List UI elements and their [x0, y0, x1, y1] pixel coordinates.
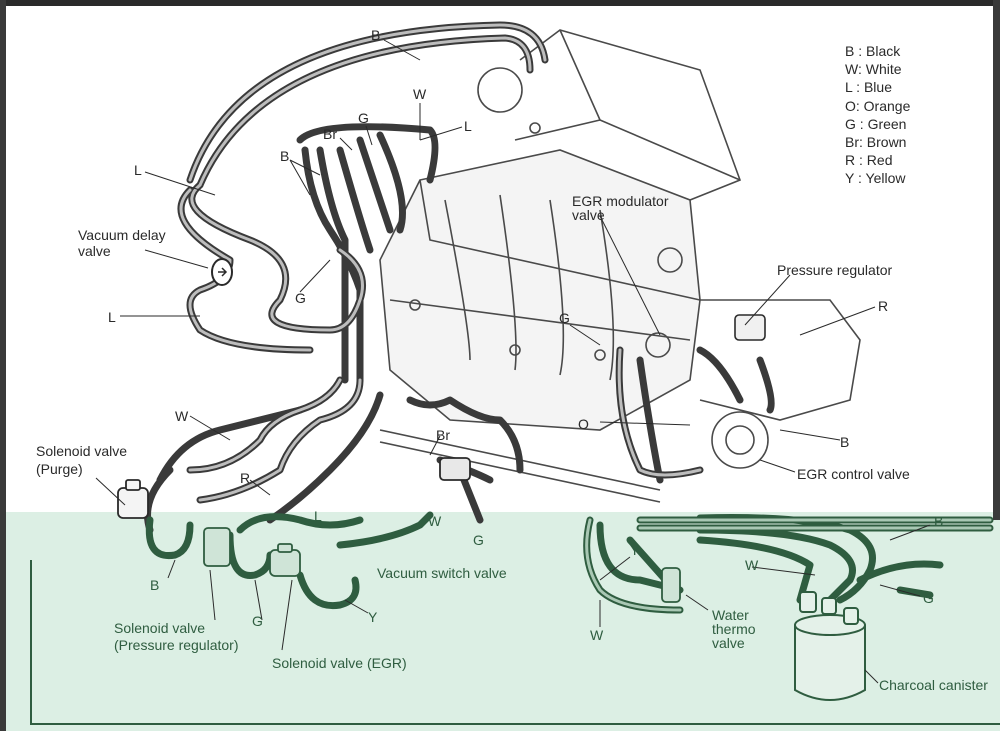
hose-label-g-low-left: G	[252, 613, 263, 629]
hose-label-w-low-right: W	[590, 627, 604, 643]
legend-item-yellow: Y : Yellow	[845, 170, 906, 187]
frame-bottom-edge	[30, 723, 1000, 725]
hose-label-o-center: O	[578, 416, 589, 432]
charcoal-canister-label: Charcoal canister	[879, 677, 988, 693]
legend-item-red: R : Red	[845, 152, 893, 169]
hose-label-g-mid: G	[295, 290, 306, 306]
hose-label-b-top: B	[371, 27, 381, 43]
leader-lines	[95, 39, 931, 684]
hose-label-r-right: R	[878, 298, 889, 314]
legend-item-black: B : Black	[845, 43, 901, 59]
egr-modulator-label-1: EGR modulator	[572, 193, 669, 209]
solenoid-pressure-label-1: Solenoid valve	[114, 620, 206, 636]
hose-label-b-low-left: B	[150, 577, 160, 593]
hose-label-b-left: B	[280, 148, 290, 164]
legend-item-green: G : Green	[845, 115, 907, 132]
charcoal-canister-part	[794, 591, 866, 701]
hose-label-w-canister: W	[745, 557, 759, 573]
hose-label-br-center: Br	[436, 427, 450, 443]
vacuum-delay-valve-label-2: valve	[78, 243, 111, 259]
solenoid-pressure-regulator-part	[203, 527, 231, 567]
vacuum-hoses-upper-fill	[179, 23, 702, 502]
vacuum-hoses-lower-fill	[585, 518, 992, 612]
hose-label-w-top: W	[413, 86, 427, 102]
legend-item-orange: O: Orange	[845, 97, 911, 114]
hose-label-r-left: R	[240, 470, 251, 486]
vacuum-delay-valve-label-1: Vacuum delay	[78, 227, 166, 243]
hose-label-g-top: G	[358, 110, 369, 126]
frame-left-edge	[0, 0, 6, 731]
hose-label-br-top: Br	[323, 126, 337, 142]
hose-label-y-low-right: Y	[630, 542, 640, 558]
frame-right-edge	[993, 0, 1000, 520]
color-legend: B : Black W: White L : Blue O: Orange G …	[845, 42, 910, 188]
legend-item-blue: L : Blue	[845, 79, 892, 96]
hose-label-b-canister: B	[934, 513, 944, 529]
hose-label-l-left-top: L	[134, 162, 142, 178]
solenoid-egr-part	[269, 543, 301, 577]
hose-label-l-top: L	[464, 118, 472, 134]
vacuum-delay-valve-part	[211, 258, 233, 286]
solenoid-purge-part	[117, 479, 149, 519]
solenoid-purge-label-2: (Purge)	[36, 461, 83, 477]
pressure-regulator-part	[734, 314, 766, 341]
egr-modulator-label-2: valve	[572, 207, 605, 223]
vacuum-switch-valve-part	[439, 457, 471, 481]
solenoid-egr-label: Solenoid valve (EGR)	[272, 655, 407, 671]
water-thermo-valve-part	[661, 567, 681, 603]
hose-label-b-right: B	[840, 434, 850, 450]
vacuum-switch-valve-label: Vacuum switch valve	[377, 565, 507, 581]
egr-control-valve-label: EGR control valve	[797, 466, 910, 482]
hose-label-l-low: L	[314, 508, 322, 524]
water-thermo-valve-label-3: valve	[712, 635, 745, 651]
hose-label-y-low-left: Y	[368, 609, 378, 625]
hose-label-g-canister: G	[923, 590, 934, 606]
hose-label-l-left-mid: L	[108, 309, 116, 325]
frame-top-edge	[0, 0, 1000, 6]
pressure-regulator-label: Pressure regulator	[777, 262, 893, 278]
hose-label-w-left: W	[175, 408, 189, 424]
hose-label-g-center: G	[559, 310, 570, 326]
frame-inner-edge	[30, 560, 32, 725]
solenoid-purge-label-1: Solenoid valve	[36, 443, 128, 459]
legend-item-white: W: White	[845, 61, 902, 78]
water-thermo-valve-label-2: thermo	[712, 621, 756, 637]
legend-item-brown: Br: Brown	[845, 134, 907, 151]
hose-label-g-low: G	[473, 532, 484, 548]
water-thermo-valve-label-1: Water	[712, 607, 749, 623]
hose-label-w-low: W	[428, 513, 442, 529]
solenoid-pressure-label-2: (Pressure regulator)	[114, 637, 239, 653]
